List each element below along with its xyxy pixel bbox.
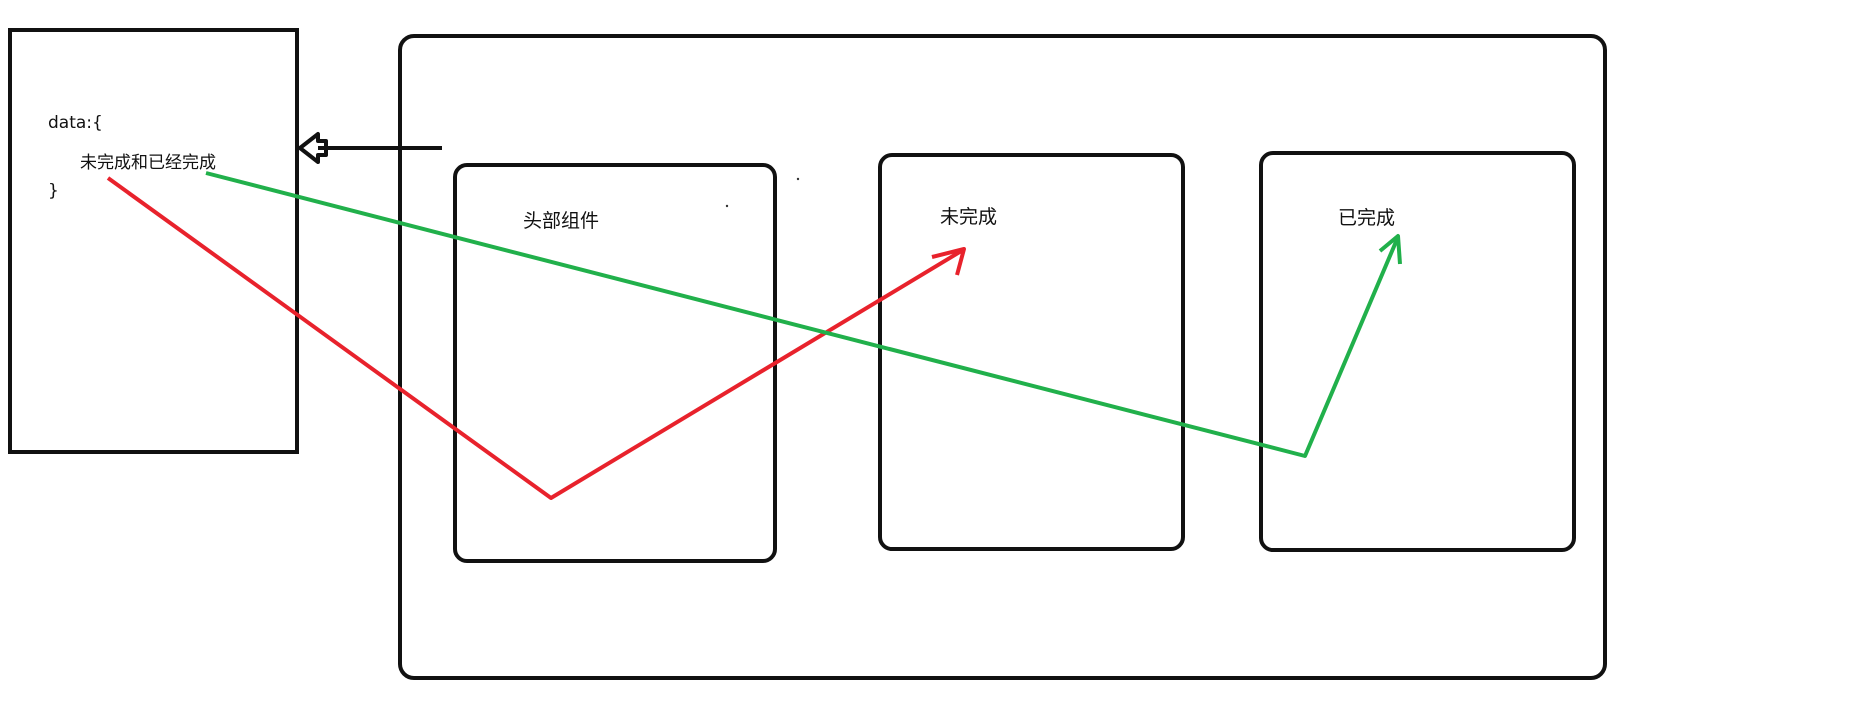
data-box [8, 28, 299, 454]
app-container [398, 34, 1607, 680]
green-arrow-head-icon [1378, 234, 1402, 265]
green-flow-line [205, 171, 1400, 458]
red-arrow-head-icon [931, 247, 966, 276]
stray-dot [725, 204, 729, 208]
header-component-label: 头部组件 [523, 210, 599, 232]
incomplete-component-box [878, 153, 1185, 551]
data-close-label: } [48, 181, 59, 201]
complete-component-box [1259, 151, 1576, 552]
black-arrow-head-icon [298, 132, 328, 164]
data-content-label: 未完成和已经完成 [80, 153, 216, 173]
complete-component-label: 已完成 [1338, 207, 1395, 229]
header-component-box [453, 163, 777, 563]
data-open-label: data:{ [48, 113, 103, 133]
stray-dot [796, 177, 800, 181]
incomplete-component-label: 未完成 [940, 206, 997, 228]
